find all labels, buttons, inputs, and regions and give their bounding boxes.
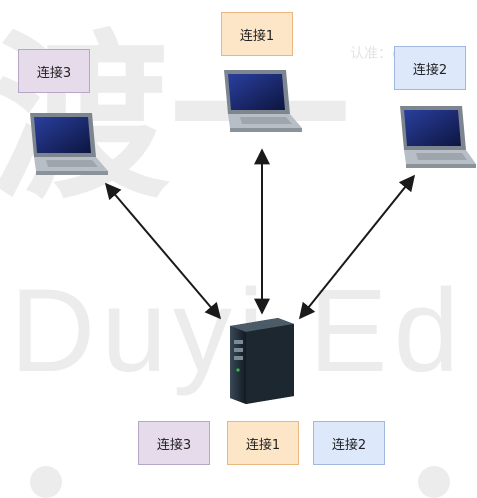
laptop-icon [30, 113, 108, 175]
watermark-small-text: 认准：dr [350, 46, 407, 62]
laptop-icon [224, 70, 302, 132]
server-icon [230, 318, 294, 404]
legend-item-conn2: 连接2 [313, 421, 385, 465]
node-label-left: 连接3 [18, 49, 90, 93]
network-diagram [30, 70, 476, 404]
node-label-right: 连接2 [394, 46, 466, 90]
arrow-server-to-laptop-right [298, 174, 416, 320]
legend-item-conn1: 连接1 [227, 421, 299, 465]
legend-item-conn3: 连接3 [138, 421, 210, 465]
arrow-server-to-laptop-left [104, 182, 222, 320]
node-label-center: 连接1 [221, 12, 293, 56]
laptop-icon [400, 106, 476, 168]
